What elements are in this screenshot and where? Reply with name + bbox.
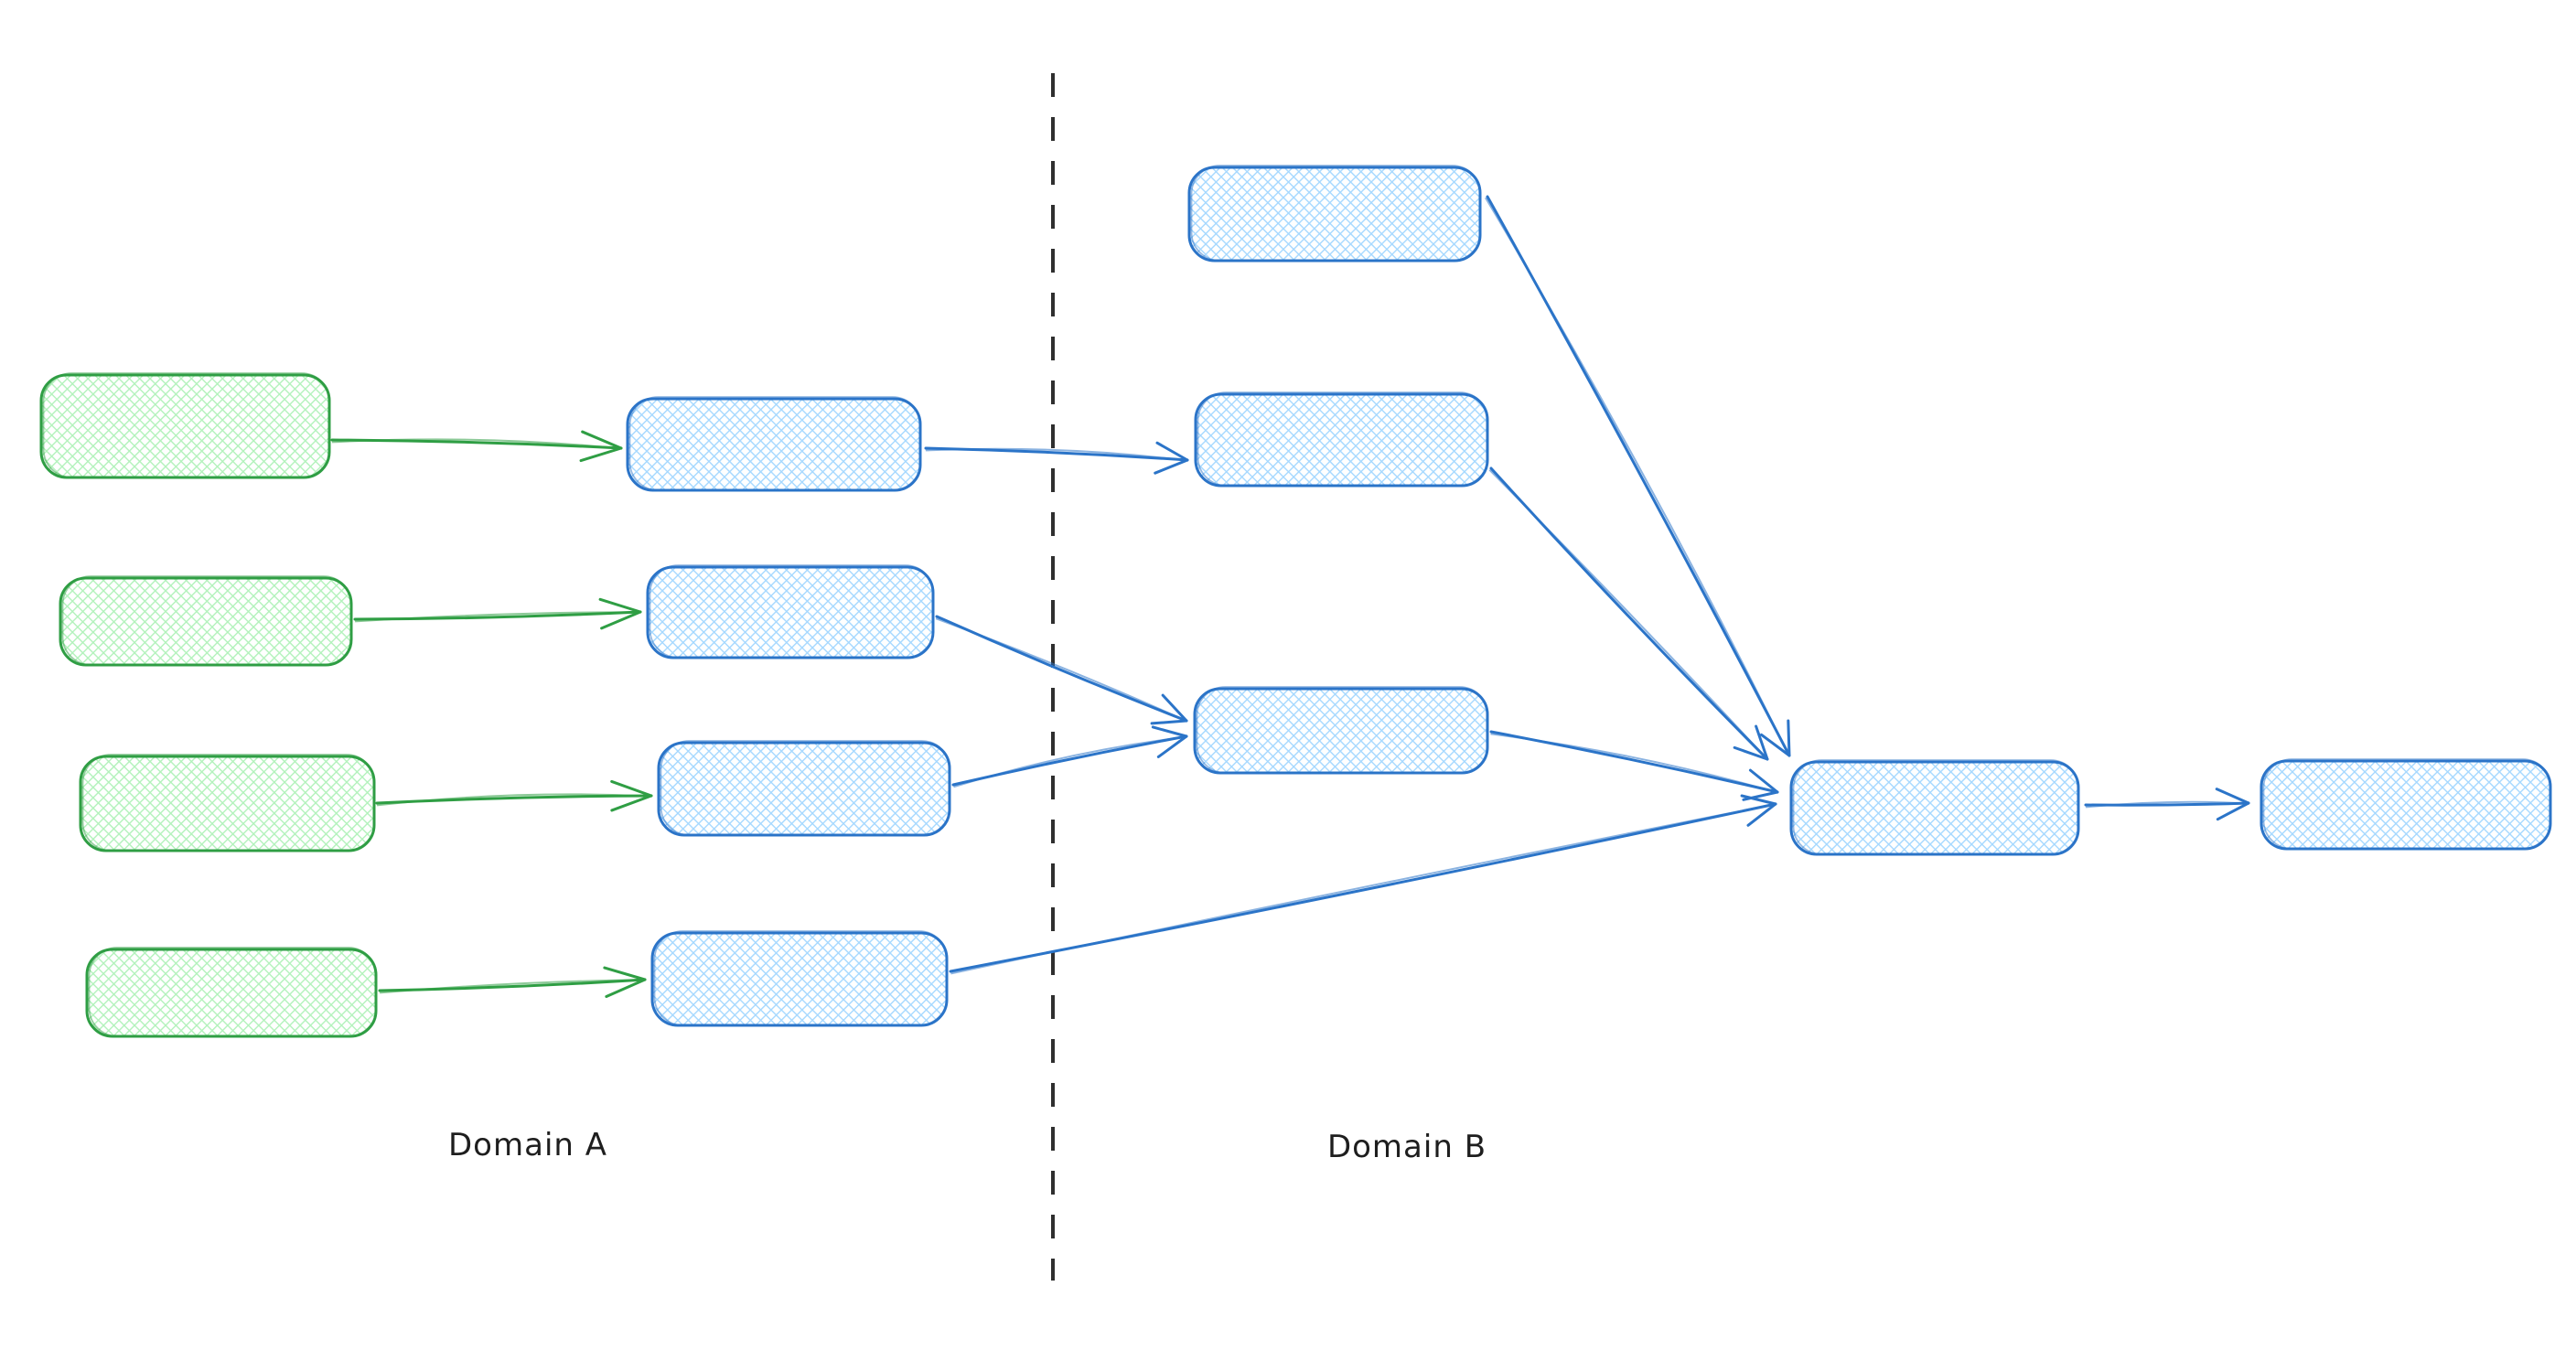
node-blue-converge-box[interactable] bbox=[1789, 760, 2080, 856]
edge-converge-to-final[interactable] bbox=[2084, 788, 2250, 821]
edge-green1-to-a1-sketch-stroke bbox=[331, 438, 615, 449]
edge-green3-to-a3-arrowhead bbox=[610, 779, 653, 798]
edge-green1-to-a1-arrowhead bbox=[581, 430, 623, 450]
edge-b1-to-converge-arrowhead bbox=[1787, 719, 1791, 757]
node-green-4[interactable] bbox=[85, 947, 378, 1038]
edge-green2-to-a2-arrowhead bbox=[600, 610, 642, 630]
edge-green3-to-a3-arrowhead bbox=[610, 794, 653, 812]
node-blue-final-box[interactable] bbox=[2259, 759, 2552, 851]
node-blue-a2-box[interactable] bbox=[646, 565, 935, 659]
edge-a1-to-b2-arrowhead bbox=[1154, 458, 1189, 475]
edge-green4-to-a4-arrowhead bbox=[605, 978, 647, 998]
node-blue-b3-sketch-outline bbox=[1196, 686, 1489, 774]
edge-a2-to-b3-arrowhead bbox=[1150, 719, 1188, 725]
node-blue-b3[interactable] bbox=[1193, 686, 1489, 775]
node-green-3-box[interactable] bbox=[79, 755, 376, 852]
edge-green4-to-a4-arrowhead bbox=[603, 966, 647, 981]
node-blue-a4-sketch-outline bbox=[653, 930, 949, 1026]
edge-b3-to-converge-sketch-stroke bbox=[1490, 733, 1771, 792]
edge-converge-to-final-arrowhead bbox=[2215, 788, 2250, 805]
shapes-layer bbox=[39, 73, 2552, 1281]
node-green-1[interactable] bbox=[39, 372, 331, 479]
node-blue-a3-box[interactable] bbox=[657, 741, 951, 837]
edge-b3-to-converge[interactable] bbox=[1489, 730, 1779, 801]
node-green-2[interactable] bbox=[59, 575, 353, 667]
node-blue-a1-sketch-outline bbox=[628, 396, 922, 491]
edge-b1-to-converge-arrowhead bbox=[1760, 733, 1791, 757]
edge-a3-to-b3[interactable] bbox=[951, 725, 1188, 788]
edge-b1-to-converge-sketch-stroke bbox=[1485, 197, 1787, 750]
edge-green4-to-a4-sketch-stroke bbox=[380, 979, 639, 994]
node-green-1-sketch-outline bbox=[42, 372, 331, 478]
edge-a2-to-b3-sketch-stroke bbox=[935, 617, 1181, 719]
edge-a4-to-converge-arrowhead bbox=[1740, 794, 1777, 806]
edge-a4-to-converge-arrowhead bbox=[1746, 802, 1777, 827]
node-blue-a3-sketch-outline bbox=[660, 740, 951, 836]
node-green-4-sketch-outline bbox=[88, 947, 378, 1037]
node-blue-b1[interactable] bbox=[1187, 165, 1482, 263]
edge-green1-to-a1-arrowhead bbox=[579, 446, 623, 463]
node-green-2-box[interactable] bbox=[59, 576, 353, 667]
edge-a4-to-converge-sketch-stroke bbox=[950, 804, 1769, 975]
node-blue-a2-sketch-outline bbox=[649, 564, 935, 659]
edge-green2-to-a2[interactable] bbox=[353, 597, 642, 630]
node-green-2-sketch-outline bbox=[61, 575, 353, 666]
edge-a1-to-b2[interactable] bbox=[924, 441, 1189, 475]
edge-b2-to-converge-arrowhead bbox=[1755, 724, 1769, 761]
edge-b1-to-converge-shaft[interactable] bbox=[1486, 195, 1791, 757]
edge-a2-to-b3-arrowhead bbox=[1161, 693, 1188, 723]
label-domain-a[interactable]: Domain A bbox=[448, 1127, 607, 1163]
edge-b2-to-converge-sketch-stroke bbox=[1488, 468, 1764, 755]
node-blue-converge[interactable] bbox=[1789, 759, 2080, 856]
node-blue-a4-box[interactable] bbox=[650, 931, 949, 1027]
edge-a2-to-b3[interactable] bbox=[935, 615, 1188, 725]
node-blue-b2-box[interactable] bbox=[1194, 392, 1489, 488]
edge-b2-to-converge-arrowhead bbox=[1733, 745, 1769, 761]
node-blue-b2-sketch-outline bbox=[1197, 391, 1489, 487]
node-blue-a2[interactable] bbox=[646, 564, 935, 659]
node-blue-a1[interactable] bbox=[626, 396, 922, 492]
edge-green3-to-a3-sketch-stroke bbox=[376, 793, 645, 807]
labels-layer: Domain A Domain B bbox=[448, 1127, 1487, 1165]
node-blue-b2[interactable] bbox=[1194, 391, 1489, 488]
edge-a3-to-b3-arrowhead bbox=[1156, 734, 1188, 758]
edge-green1-to-a1[interactable] bbox=[330, 430, 623, 463]
edge-b2-to-converge[interactable] bbox=[1488, 466, 1769, 761]
edge-converge-to-final-arrowhead bbox=[2216, 801, 2250, 821]
edge-green2-to-a2-arrowhead bbox=[598, 597, 642, 614]
node-blue-a3[interactable] bbox=[657, 740, 951, 837]
edge-converge-to-final-sketch-stroke bbox=[2085, 800, 2242, 809]
edge-a3-to-b3-arrowhead bbox=[1151, 725, 1188, 738]
node-blue-a1-box[interactable] bbox=[626, 397, 922, 492]
edge-a3-to-b3-sketch-stroke bbox=[953, 736, 1180, 788]
node-green-3-sketch-outline bbox=[81, 754, 376, 852]
node-blue-a4[interactable] bbox=[650, 930, 949, 1027]
edge-b1-to-converge[interactable] bbox=[1485, 195, 1791, 757]
edge-a1-to-b2-arrowhead bbox=[1155, 441, 1189, 462]
edge-green3-to-a3[interactable] bbox=[375, 779, 653, 812]
node-blue-final[interactable] bbox=[2259, 758, 2552, 851]
node-blue-final-sketch-outline bbox=[2262, 758, 2552, 850]
edge-a4-to-converge[interactable] bbox=[949, 794, 1777, 975]
node-blue-b1-sketch-outline bbox=[1190, 165, 1482, 262]
node-blue-b1-box[interactable] bbox=[1187, 166, 1482, 263]
edge-green2-to-a2-sketch-stroke bbox=[354, 611, 634, 623]
edge-a1-to-b2-sketch-stroke bbox=[925, 447, 1181, 461]
node-blue-b3-box[interactable] bbox=[1193, 687, 1489, 775]
edge-b3-to-converge-arrowhead bbox=[1748, 768, 1779, 794]
node-blue-converge-sketch-outline bbox=[1792, 759, 2080, 855]
edge-green4-to-a4[interactable] bbox=[378, 966, 647, 998]
label-domain-b[interactable]: Domain B bbox=[1327, 1129, 1487, 1165]
node-green-1-box[interactable] bbox=[39, 373, 331, 479]
node-green-4-box[interactable] bbox=[85, 948, 378, 1038]
edge-b3-to-converge-arrowhead bbox=[1742, 790, 1779, 801]
node-green-3[interactable] bbox=[79, 754, 376, 852]
